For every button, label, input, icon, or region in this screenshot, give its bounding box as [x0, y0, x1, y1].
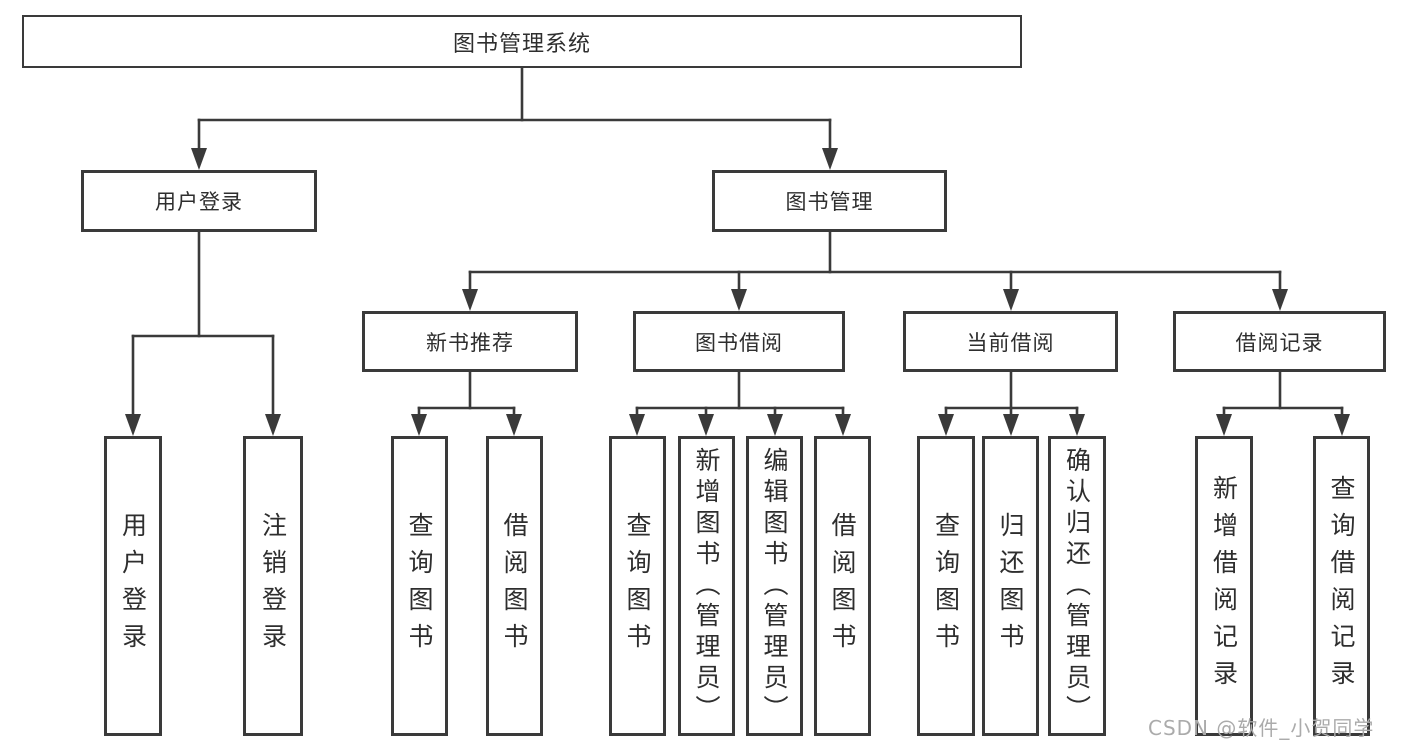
node-label: 用户登录	[155, 190, 243, 214]
node-label: 图书借阅	[695, 330, 783, 355]
leaf-confirm-return-admin: 确认归还（管理员）	[1048, 436, 1106, 736]
node-user-login: 用户登录	[81, 170, 317, 232]
node-label: 查询图书	[405, 512, 434, 660]
node-label: 用户登录	[118, 512, 148, 660]
node-book-borrowing: 图书借阅	[633, 311, 845, 372]
node-label: 归还图书	[996, 512, 1025, 660]
leaf-user-login: 用户登录	[104, 436, 162, 736]
node-borrowing-records: 借阅记录	[1173, 311, 1386, 372]
node-label: 编辑图书（管理员）	[760, 446, 789, 726]
leaf-edit-books-admin: 编辑图书（管理员）	[746, 436, 803, 736]
node-label: 查询图书	[931, 512, 961, 660]
leaf-borrow-books-recommend: 借阅图书	[486, 436, 543, 736]
node-library-management-system: 图书管理系统	[22, 15, 1022, 68]
leaf-borrow-books: 借阅图书	[814, 436, 871, 736]
node-label: 借阅记录	[1235, 330, 1324, 355]
node-book-management: 图书管理	[712, 170, 947, 232]
node-label: 注销登录	[258, 512, 288, 660]
leaf-add-books-admin: 新增图书（管理员）	[678, 436, 735, 736]
node-label: 当前借阅	[966, 330, 1055, 355]
node-label: 查询借阅记录	[1327, 475, 1356, 697]
leaf-add-borrow-record: 新增借阅记录	[1195, 436, 1253, 736]
node-label: 新书推荐	[426, 330, 514, 355]
csdn-watermark: CSDN @软件_小贺同学	[1148, 716, 1375, 740]
node-label: 图书管理系统	[452, 31, 591, 57]
leaf-query-books-borrow: 查询图书	[609, 436, 666, 736]
node-new-book-recommendation: 新书推荐	[362, 311, 578, 372]
node-label: 新增图书（管理员）	[692, 446, 721, 726]
node-label: 新增借阅记录	[1209, 475, 1239, 697]
node-label: 确认归还（管理员）	[1062, 446, 1092, 726]
node-label: 借阅图书	[500, 512, 529, 660]
node-label: 查询图书	[623, 512, 652, 660]
node-label: 借阅图书	[828, 512, 857, 660]
leaf-return-books: 归还图书	[982, 436, 1039, 736]
leaf-query-books-current: 查询图书	[917, 436, 975, 736]
leaf-query-books-recommend: 查询图书	[391, 436, 448, 736]
node-current-borrowing: 当前借阅	[903, 311, 1118, 372]
leaf-query-borrow-record: 查询借阅记录	[1313, 436, 1370, 736]
leaf-logout: 注销登录	[243, 436, 303, 736]
node-label: 图书管理	[785, 190, 874, 214]
